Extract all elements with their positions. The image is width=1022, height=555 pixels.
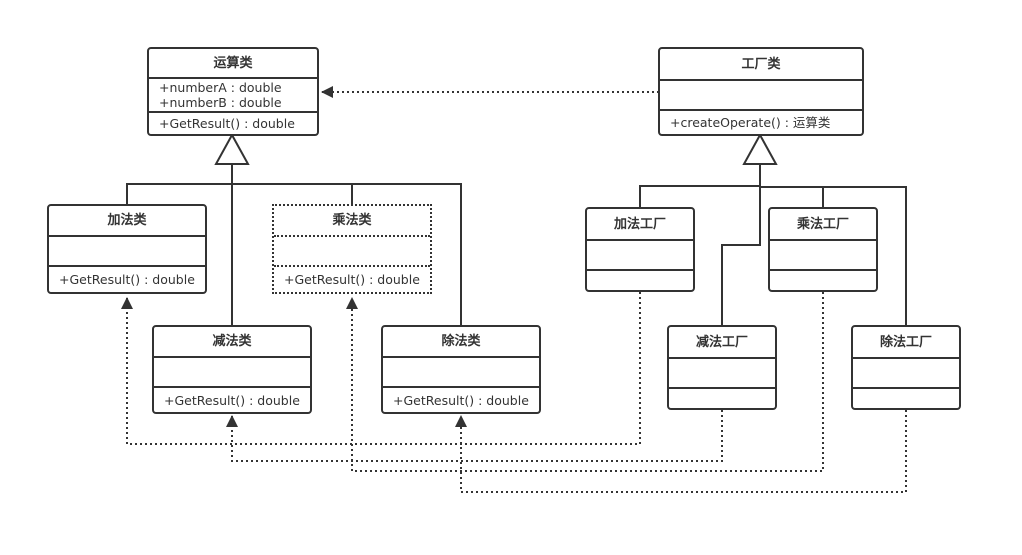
class-add-factory[interactable]: 加法工厂 [585, 207, 695, 292]
class-name: 除法类 [441, 334, 481, 349]
class-mul[interactable]: 乘法类 +GetResult() : double [272, 204, 432, 294]
generalization-line-add-factory [639, 185, 760, 208]
dependency-line-div-factory-div [455, 410, 907, 493]
class-name: 减法类 [212, 334, 252, 349]
class-operations: +createOperate() : 运算类 [660, 109, 862, 134]
generalization-line-add [126, 183, 232, 205]
class-sub-factory[interactable]: 减法工厂 [667, 325, 777, 410]
generalization-line-div [352, 183, 462, 326]
class-name: 加法工厂 [613, 216, 666, 232]
class-operations [770, 269, 876, 290]
class-name: 运算类 [213, 55, 253, 71]
class-operations: +GetResult() : double [149, 111, 317, 134]
class-attributes [770, 239, 876, 269]
generalization-arrowhead-operation [214, 132, 250, 165]
class-attributes [49, 235, 205, 265]
operation: +GetResult() : double [284, 272, 420, 287]
class-attributes [274, 235, 430, 265]
class-attributes: +numberA : double +numberB : double [149, 77, 317, 111]
operation: +GetResult() : double [159, 116, 295, 131]
generalization-line-sub-factory [721, 164, 761, 326]
class-add[interactable]: 加法类 +GetResult() : double [47, 204, 207, 294]
generalization-line-mul [232, 183, 353, 205]
dependency-line-sub-factory-sub [226, 410, 723, 462]
generalization-line-mul-factory [760, 186, 824, 208]
class-operations: +GetResult() : double [49, 265, 205, 292]
class-mul-factory[interactable]: 乘法工厂 [768, 207, 878, 292]
generalization-line-div-factory [823, 186, 907, 326]
class-name: 工厂类 [741, 56, 781, 72]
class-name: 减法工厂 [695, 334, 748, 350]
operation: +GetResult() : double [59, 272, 195, 287]
class-attributes [669, 357, 775, 387]
attribute: +numberB : double [159, 95, 282, 110]
class-operations: +GetResult() : double [274, 265, 430, 292]
dependency-line-mul-factory-mul [346, 292, 824, 472]
class-div[interactable]: 除法类 +GetResult() : double [381, 325, 541, 414]
class-attributes [154, 356, 310, 386]
generalization-arrowhead-factory [742, 132, 778, 165]
operation: +GetResult() : double [164, 392, 300, 408]
class-attributes [853, 357, 959, 387]
class-name: 加法类 [107, 213, 147, 228]
class-attributes [383, 356, 539, 386]
class-factory[interactable]: 工厂类 +createOperate() : 运算类 [658, 47, 864, 136]
class-operations: +GetResult() : double [154, 386, 310, 412]
class-name: 乘法工厂 [796, 216, 849, 232]
class-div-factory[interactable]: 除法工厂 [851, 325, 961, 410]
class-name: 除法工厂 [879, 334, 932, 350]
class-name: 乘法类 [332, 213, 372, 228]
class-sub[interactable]: 减法类 +GetResult() : double [152, 325, 312, 414]
class-operation[interactable]: 运算类 +numberA : double +numberB : double … [147, 47, 319, 136]
class-attributes [587, 239, 693, 269]
class-operations [669, 387, 775, 408]
class-operations: +GetResult() : double [383, 386, 539, 412]
dependency-line-add-factory-add [121, 292, 641, 445]
attribute: +numberA : double [159, 80, 282, 95]
class-attributes [660, 79, 862, 109]
class-operations [587, 269, 693, 290]
class-operations [853, 387, 959, 408]
operation: +GetResult() : double [393, 392, 529, 408]
operation: +createOperate() : 运算类 [670, 115, 831, 130]
